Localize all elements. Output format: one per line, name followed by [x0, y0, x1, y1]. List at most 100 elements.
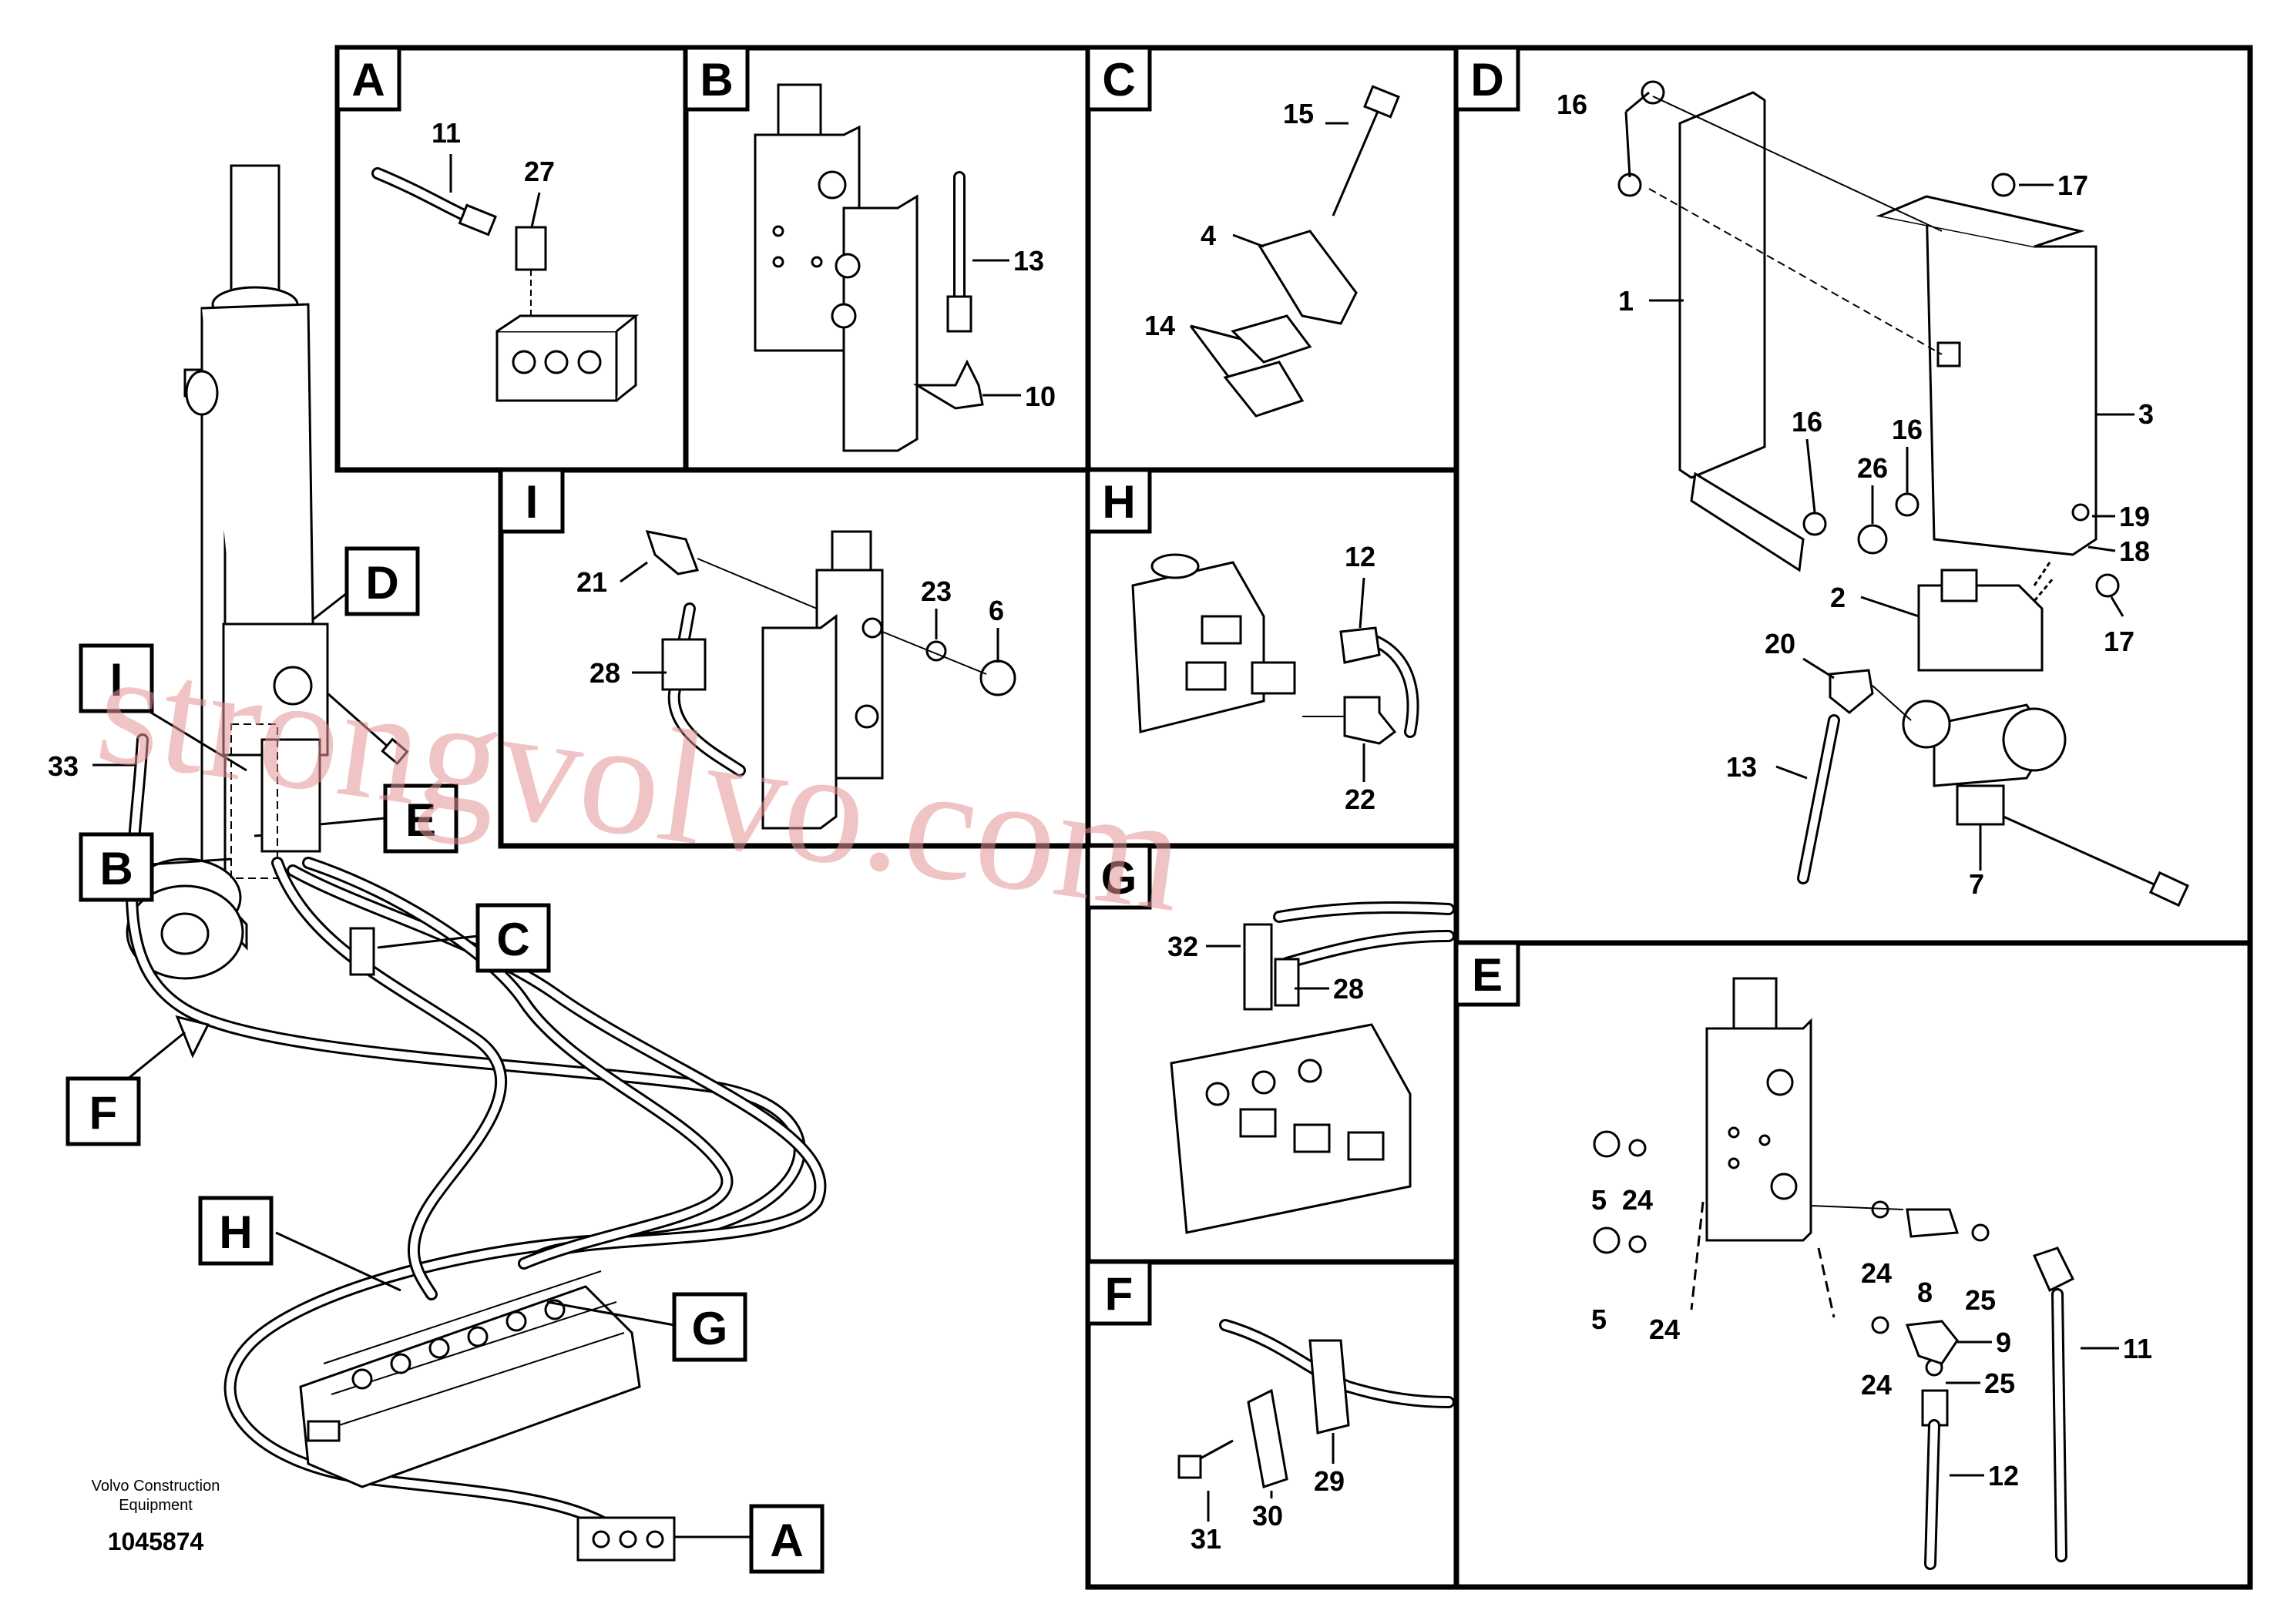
bracket-4 — [1258, 230, 1358, 325]
valve-section-g — [1170, 1023, 1412, 1234]
svg-text:D: D — [365, 557, 398, 609]
clamps-14 — [1223, 314, 1312, 418]
svg-text:I: I — [110, 654, 123, 706]
panel-e-label: E — [1472, 949, 1503, 1001]
panel-a: A 11 27 — [334, 45, 689, 473]
clamp-29 — [1308, 1339, 1350, 1434]
cylinder-eye-bore — [160, 912, 210, 955]
svg-text:13: 13 — [1726, 751, 1757, 783]
svg-text:17: 17 — [2057, 169, 2088, 201]
elbow-20 — [1829, 669, 1874, 714]
callout-f[interactable]: F — [65, 1076, 141, 1146]
svg-text:25: 25 — [1984, 1367, 2015, 1399]
svg-text:18: 18 — [2119, 535, 2150, 567]
panel-d: D 16 17 1 3 16 26 16 — [1453, 45, 2253, 946]
dashed-link-left — [1690, 1201, 1705, 1310]
panel-i-label: I — [526, 476, 539, 528]
callout-d[interactable]: D — [344, 546, 420, 616]
pointer-g — [546, 1300, 675, 1327]
svg-text:32: 32 — [1167, 931, 1198, 962]
svg-text:9: 9 — [1996, 1327, 2011, 1358]
bolt-31 — [1177, 1455, 1202, 1479]
plate-1 — [1678, 91, 1766, 479]
svg-text:17: 17 — [2104, 626, 2134, 657]
svg-text:12: 12 — [1988, 1460, 2019, 1491]
svg-text:15: 15 — [1283, 98, 1314, 129]
callout-i[interactable]: I — [79, 643, 154, 713]
pointer-e — [319, 817, 386, 826]
svg-text:F: F — [89, 1087, 118, 1139]
svg-text:E: E — [405, 794, 436, 846]
svg-text:8: 8 — [1917, 1277, 1933, 1308]
svg-text:16: 16 — [1892, 414, 1923, 445]
valve-block-small — [260, 738, 321, 853]
svg-text:28: 28 — [1333, 973, 1364, 1005]
svg-text:7: 7 — [1969, 868, 1984, 900]
panel-f: F 29 31 30 — [1085, 1259, 1459, 1590]
svg-text:H: H — [219, 1206, 252, 1258]
panel-g-label: G — [1101, 852, 1137, 904]
svg-text:11: 11 — [432, 117, 461, 149]
sensor-cable — [327, 692, 394, 753]
bracket-30 — [1247, 1388, 1288, 1488]
elbow-21 — [645, 530, 700, 575]
svg-text:5: 5 — [1591, 1184, 1607, 1216]
svg-text:B: B — [99, 843, 133, 894]
panel-g: G 32 28 — [1085, 843, 1459, 1265]
svg-text:16: 16 — [1792, 406, 1822, 438]
svg-text:6: 6 — [989, 595, 1004, 626]
bracket-2 — [1917, 584, 2044, 672]
svg-text:29: 29 — [1314, 1465, 1345, 1497]
company-line-1: Volvo Construction — [92, 1478, 220, 1495]
part-number-33: 33 — [48, 750, 79, 782]
sensor-body — [273, 666, 313, 706]
valve-block-e — [1705, 1018, 1812, 1242]
svg-text:4: 4 — [1201, 220, 1216, 251]
svg-text:27: 27 — [524, 156, 555, 187]
panel-h: H 12 22 — [1085, 467, 1459, 849]
svg-text:3: 3 — [2138, 398, 2154, 430]
svg-text:12: 12 — [1345, 541, 1375, 572]
panel-h-label: H — [1102, 476, 1135, 528]
svg-text:11: 11 — [2123, 1333, 2152, 1364]
callout-h[interactable]: H — [198, 1196, 274, 1266]
svg-text:31: 31 — [1191, 1523, 1221, 1555]
callout-c[interactable]: C — [475, 903, 551, 973]
svg-text:26: 26 — [1857, 452, 1888, 484]
pointer-f — [123, 1031, 186, 1084]
company-line-2: Equipment — [119, 1497, 193, 1514]
panel-c-label: C — [1102, 54, 1135, 106]
hose-clamp-c — [349, 927, 375, 976]
panel-i: I 21 23 6 28 — [498, 467, 1091, 849]
svg-text:24: 24 — [1861, 1369, 1892, 1401]
svg-text:5: 5 — [1591, 1304, 1607, 1335]
callout-a[interactable]: A — [749, 1504, 825, 1574]
pointer-d — [311, 592, 348, 622]
tee-22 — [1343, 696, 1397, 745]
hose-clamp-f — [175, 1015, 210, 1059]
svg-text:16: 16 — [1557, 89, 1587, 120]
svg-text:1: 1 — [1618, 285, 1634, 317]
svg-text:25: 25 — [1965, 1284, 1996, 1316]
svg-text:C: C — [496, 914, 529, 965]
callout-g[interactable]: G — [672, 1292, 747, 1362]
fitting-32 — [1243, 923, 1273, 1011]
cover-3 — [1876, 198, 2098, 556]
pointer-c — [377, 934, 479, 949]
svg-text:24: 24 — [1622, 1184, 1653, 1216]
fitting-8 — [1906, 1208, 1960, 1238]
cylinder-rod — [230, 164, 280, 298]
svg-text:10: 10 — [1025, 381, 1056, 412]
svg-text:28: 28 — [589, 657, 620, 689]
callout-e[interactable]: E — [383, 783, 458, 854]
panel-b: B 13 10 — [683, 45, 1091, 473]
panel-a-label: A — [351, 54, 385, 106]
elbow-27 — [515, 226, 547, 271]
fitting-28 — [661, 638, 707, 691]
callout-b[interactable]: B — [79, 832, 154, 902]
dashed-link-right — [1817, 1247, 1836, 1318]
svg-text:20: 20 — [1765, 628, 1795, 659]
panel-f-label: F — [1105, 1268, 1134, 1320]
